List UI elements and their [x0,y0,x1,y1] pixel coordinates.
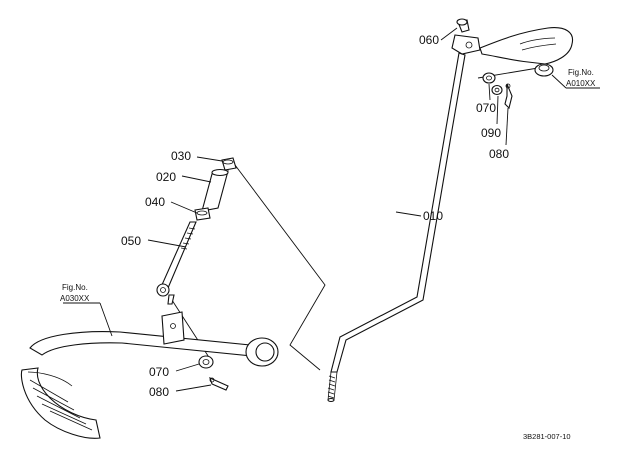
fig-ref-left-line1: Fig.No. [62,283,88,292]
part-090-washer [491,84,503,96]
label-090: 090 [481,126,501,140]
part-070-top-washer [482,72,496,84]
part-010-rod [327,52,466,403]
bellcrank-assembly [479,27,574,77]
part-030-nut [221,157,237,171]
label-070-top: 070 [476,101,496,115]
part-050-rod [156,221,197,305]
part-040-nut [194,207,211,221]
part-020-sleeve [201,168,229,212]
fig-ref-left-line2: A030XX [60,294,90,303]
label-080-bottom: 080 [149,385,169,399]
label-060: 060 [419,33,439,47]
label-070-bottom: 070 [149,365,169,379]
part-070-bottom-washer [198,355,214,369]
label-080-top: 080 [489,147,509,161]
label-020: 020 [156,170,176,184]
part-080-bottom-pin [209,376,229,391]
label-030: 030 [171,149,191,163]
label-040: 040 [145,195,165,209]
fig-ref-right-line2: A010XX [566,79,596,88]
leader-lines [63,27,600,392]
drawing-code: 3B281-007-10 [523,432,571,441]
part-080-top-pin [504,83,513,110]
label-050: 050 [121,234,141,248]
pedal-assembly [20,311,279,439]
part-060-pin [451,18,481,55]
fig-ref-right-line1: Fig.No. [568,68,594,77]
label-010: 010 [423,209,443,223]
